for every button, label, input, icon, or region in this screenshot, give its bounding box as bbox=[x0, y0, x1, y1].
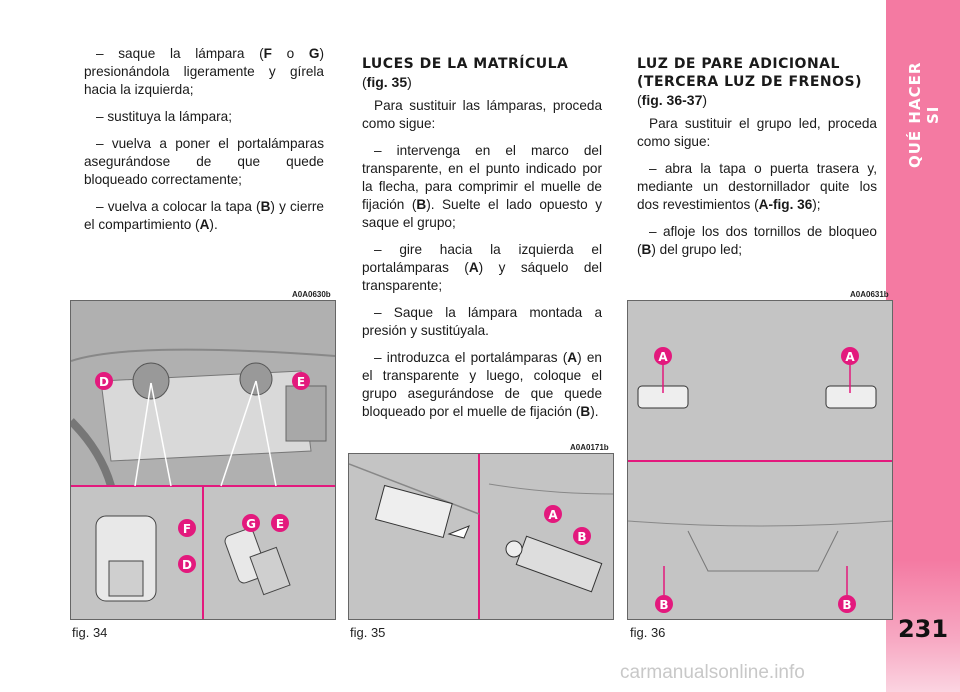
text: o bbox=[271, 46, 309, 61]
figure-code: A0A0171b bbox=[570, 443, 609, 452]
paragraph: – Saque la lámpara montada a presión y s… bbox=[362, 305, 602, 338]
text: ( bbox=[637, 92, 642, 108]
figure-36-illustration: A A B B bbox=[628, 301, 892, 619]
figure-reference: (fig. 35) bbox=[362, 73, 602, 91]
section-heading: (TERCERA LUZ DE FRENOS) bbox=[637, 74, 862, 90]
text: – introduzca el portalámparas ( bbox=[374, 350, 568, 365]
label-a: A bbox=[548, 508, 558, 522]
label-f: F bbox=[183, 522, 191, 536]
text: – intervenga en el marco del transparent… bbox=[362, 143, 602, 212]
paragraph: – introduzca el portalámparas (A) en el … bbox=[362, 349, 602, 421]
ref-letter: B bbox=[580, 404, 591, 419]
text: – saque la lámpara ( bbox=[96, 46, 264, 61]
figure-caption: fig. 35 bbox=[350, 625, 386, 640]
paragraph: – vuelva a poner el portalámparas asegur… bbox=[84, 136, 324, 187]
label-a: A bbox=[658, 350, 668, 364]
text: – gire hacia la izquierda el portalámpar… bbox=[362, 242, 602, 275]
label-b: B bbox=[842, 598, 851, 612]
label-e: E bbox=[297, 375, 305, 389]
section-heading: LUCES DE LA MATRÍCULA bbox=[362, 56, 569, 72]
text: ) presionándola ligeramente y gírela hac… bbox=[84, 46, 324, 97]
section-title: QUÉ HACER SI bbox=[906, 61, 942, 169]
fig-ref: fig. 36-37 bbox=[641, 92, 703, 108]
figure-code: A0A0631b bbox=[850, 290, 889, 299]
ref-letter: G bbox=[308, 46, 320, 61]
figure-34: D E F D G E bbox=[70, 300, 336, 620]
figure-35-illustration: A B bbox=[349, 454, 613, 619]
text: ) bbox=[702, 92, 708, 108]
figure-35: A B bbox=[348, 453, 614, 620]
ref-letter: B bbox=[416, 197, 427, 212]
paragraph: – gire hacia la izquierda el portalámpar… bbox=[362, 241, 602, 295]
figure-code: A0A0630b bbox=[292, 290, 331, 299]
paragraph: Para sustituir el grupo led, proceda com… bbox=[637, 116, 877, 149]
section-sidebar bbox=[886, 0, 960, 692]
ref-letter: A bbox=[199, 217, 210, 232]
text: – abra la tapa o puerta trasera y, media… bbox=[637, 161, 877, 212]
figure-36: A A B B bbox=[627, 300, 893, 620]
label-d: D bbox=[182, 558, 192, 572]
label-d: D bbox=[99, 375, 109, 389]
figure-34-illustration: D E F D G E bbox=[71, 301, 335, 619]
section-heading: LUZ DE PARE ADICIONAL bbox=[637, 56, 840, 72]
text: ) del grupo led; bbox=[651, 242, 743, 257]
paragraph: – intervenga en el marco del transparent… bbox=[362, 142, 602, 232]
paragraph: – saque la lámpara (F o G) presionándola… bbox=[84, 45, 324, 99]
label-g: G bbox=[246, 517, 256, 531]
paragraph: Para sustituir las lámparas, proceda com… bbox=[362, 98, 602, 131]
text: ); bbox=[812, 197, 821, 212]
figure-caption: fig. 36 bbox=[630, 625, 666, 640]
text: ) en el transparente y luego, coloque el… bbox=[362, 350, 602, 419]
ref-letter: A bbox=[567, 350, 578, 365]
ref-letter: A-fig. 36 bbox=[758, 197, 813, 212]
paragraph: – sustituya la lámpara; bbox=[96, 109, 233, 124]
figure-caption: fig. 34 bbox=[72, 625, 108, 640]
ref-letter: A bbox=[468, 260, 479, 275]
text: ) bbox=[407, 74, 412, 90]
paragraph: – afloje los dos tornillos de bloqueo (B… bbox=[637, 223, 877, 259]
text: ) y cierre el compartimiento ( bbox=[84, 199, 324, 232]
text: – vuelva a colocar la tapa ( bbox=[96, 199, 261, 214]
column-2: LUCES DE LA MATRÍCULA (fig. 35) Para sus… bbox=[362, 55, 602, 430]
label-e: E bbox=[276, 517, 284, 531]
column-3: LUZ DE PARE ADICIONAL (TERCERA LUZ DE FR… bbox=[637, 55, 877, 268]
text: ( bbox=[362, 74, 367, 90]
paragraph: – abra la tapa o puerta trasera y, media… bbox=[637, 160, 877, 214]
paragraph: – vuelva a colocar la tapa (B) y cierre … bbox=[84, 198, 324, 234]
ref-letter: F bbox=[263, 46, 272, 61]
watermark: carmanualsonline.info bbox=[620, 662, 805, 683]
label-b: B bbox=[659, 598, 668, 612]
page-number: 231 bbox=[897, 615, 949, 643]
label-b: B bbox=[577, 530, 586, 544]
fig-ref: fig. 35 bbox=[366, 74, 408, 90]
text: ). Suelte el lado opuesto y saque el gru… bbox=[362, 197, 603, 230]
text: – afloje los dos tornillos de bloqueo ( bbox=[637, 224, 877, 257]
text: ) y sáquelo del transparente; bbox=[362, 260, 602, 293]
figure-reference: (fig. 36-37) bbox=[637, 91, 877, 109]
ref-letter: B bbox=[641, 242, 652, 257]
text: ). bbox=[590, 404, 599, 419]
label-a: A bbox=[845, 350, 855, 364]
column-1: – saque la lámpara (F o G) presionándola… bbox=[84, 45, 324, 243]
ref-letter: B bbox=[260, 199, 271, 214]
text: ). bbox=[209, 217, 218, 232]
